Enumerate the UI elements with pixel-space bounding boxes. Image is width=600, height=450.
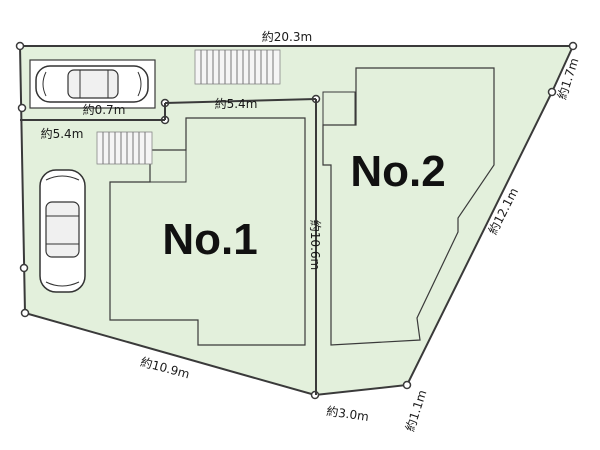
car-icon (35, 65, 149, 103)
lot-label-no1: No.1 (162, 215, 257, 264)
car-icon (39, 169, 86, 293)
lot-label-no2: No.2 (350, 147, 445, 196)
dim-driveway-width: 約0.7m (83, 102, 126, 117)
stairs-icon (96, 131, 153, 165)
boundary-markers (15, 41, 578, 400)
inner-boundary (164, 98, 317, 104)
dim-south-east: 約1.1m (402, 388, 429, 433)
dim-inner-width: 約5.4m (215, 96, 258, 111)
building-no2-entrance (322, 91, 356, 126)
dim-lot-divider: 約10.6m (308, 220, 323, 270)
dim-west-upper: 約5.4m (41, 126, 84, 141)
building-no1-step (150, 149, 187, 183)
dim-north-width: 約20.3m (262, 29, 312, 44)
dim-south-bottom: 約3.0m (325, 403, 369, 424)
stairs-icon (194, 49, 281, 85)
